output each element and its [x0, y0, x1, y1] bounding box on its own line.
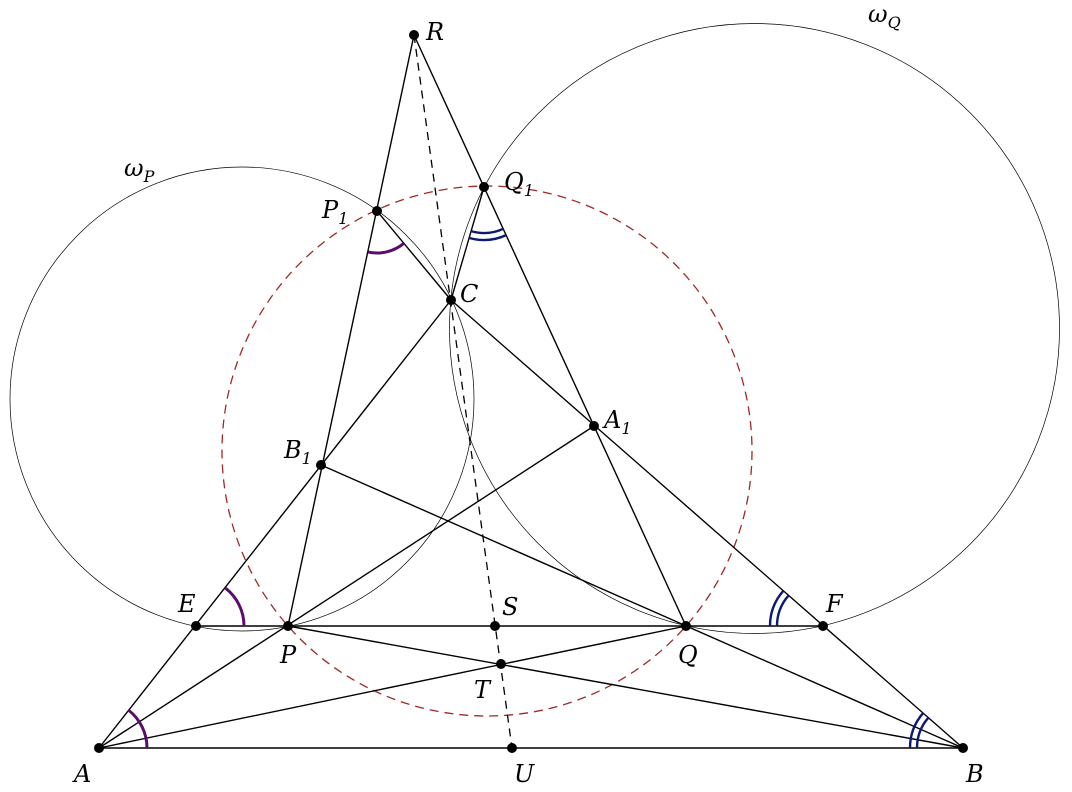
point-B1 — [316, 460, 326, 470]
point-A — [94, 743, 104, 753]
label-omegaP: ωP — [124, 154, 155, 186]
label-P: P — [279, 641, 297, 669]
segment-C-Q1 — [450, 186, 485, 301]
label-B1: B1 — [283, 436, 312, 468]
point-C — [446, 295, 456, 305]
label-R: R — [425, 18, 444, 46]
point-E — [191, 621, 201, 631]
segment-C-P1 — [376, 210, 452, 301]
point-P — [283, 621, 293, 631]
label-U: U — [514, 760, 535, 788]
label-F: F — [825, 590, 844, 618]
label-S: S — [502, 593, 518, 621]
point-Q — [681, 621, 691, 631]
segment-A-C — [98, 299, 452, 749]
segment-B-C — [450, 299, 964, 749]
point-S — [490, 621, 500, 631]
angle-mark-F-0 — [775, 594, 790, 627]
point-R — [409, 30, 419, 40]
point-A1 — [589, 421, 599, 431]
point-T — [496, 659, 506, 669]
label-B: B — [965, 760, 984, 788]
angle-mark-F-1 — [768, 590, 785, 627]
angle-mark-B-1 — [908, 712, 925, 749]
circle-omega-q — [449, 23, 1060, 634]
segment-R-P — [287, 34, 415, 627]
segment-R-Q — [413, 34, 687, 627]
label-A: A — [72, 760, 91, 788]
angle-mark-B-0 — [915, 716, 930, 749]
segment-A-Q — [98, 625, 687, 749]
point-Q1 — [479, 182, 489, 192]
point-U — [507, 743, 517, 753]
segment-A-A1 — [98, 425, 595, 749]
dashed-line-R-U — [413, 34, 513, 749]
angle-mark-P1 — [367, 242, 405, 255]
label-omegaQ: ωQ — [868, 0, 901, 32]
segment-B-B1 — [320, 464, 964, 749]
angle-mark-A — [127, 709, 149, 749]
label-P1: P1 — [321, 196, 348, 228]
label-Q1: Q1 — [504, 168, 534, 200]
circle-omega-p — [9, 166, 475, 632]
angle-mark-E — [224, 587, 246, 627]
angle-mark-Q1-1 — [468, 234, 507, 242]
point-P1 — [372, 206, 382, 216]
segment-B-P — [287, 625, 964, 749]
label-C: C — [460, 280, 478, 308]
point-B — [958, 743, 968, 753]
label-A1: A1 — [602, 406, 632, 438]
angle-mark-Q1-0 — [470, 227, 504, 235]
point-F — [818, 621, 828, 631]
label-Q: Q — [678, 641, 698, 669]
label-E: E — [177, 590, 196, 618]
label-T: T — [474, 676, 492, 704]
